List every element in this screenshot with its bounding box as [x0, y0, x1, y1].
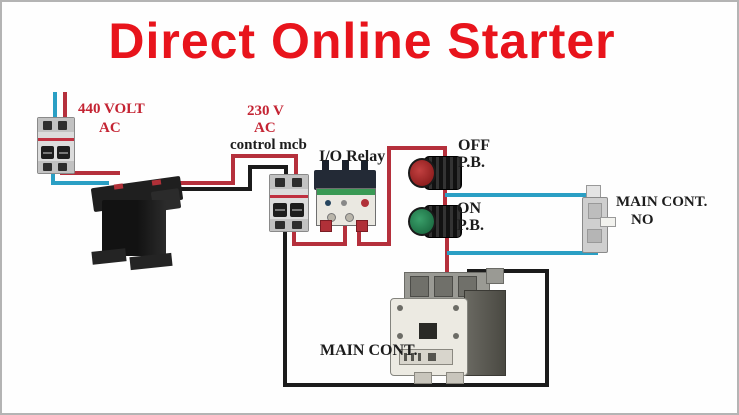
wire-tx-red-v2 [294, 154, 298, 180]
overload-relay [314, 160, 378, 234]
wire-tx-black-h2 [248, 165, 288, 169]
wire-supply-red [63, 92, 67, 120]
label-aux-no: NO [631, 212, 654, 228]
wire-relay-off-v [387, 146, 391, 246]
page-title: Direct Online Starter [108, 13, 616, 69]
wire-off-on [443, 186, 447, 210]
label-off-pb: P.B. [458, 154, 485, 171]
wire-hold-bottom [447, 251, 598, 255]
on-pushbutton [408, 204, 462, 238]
wire-mcb2-red-down [292, 228, 296, 246]
label-io-relay: I/O Relay [319, 148, 386, 165]
wire-tx-red-h2 [231, 154, 298, 158]
control-mcb [269, 174, 309, 232]
wire-mcb2-relay-h [292, 242, 347, 246]
label-control-ac: AC [254, 120, 276, 136]
wire-tx-black-v1 [248, 165, 252, 191]
wire-off-top-v [443, 146, 447, 161]
main-mcb [37, 117, 75, 174]
wire-hold-top [445, 193, 598, 197]
off-pushbutton [408, 154, 462, 190]
wire-tx-red-v1 [231, 154, 235, 185]
wire-on-coil [445, 235, 449, 287]
aux-no-contact [578, 185, 616, 259]
wire-mcb1-blue-down [51, 167, 55, 184]
wire-off-top-h [387, 146, 447, 150]
wire-tx-black-h1 [167, 187, 251, 191]
main-contactor [388, 262, 506, 384]
label-main-contactor: MAIN CONT. [320, 342, 418, 359]
wire-relay-right-down [357, 226, 361, 246]
label-control-voltage: 230 V [247, 103, 284, 119]
wire-tx-black-v2 [284, 165, 288, 180]
control-transformer [90, 170, 194, 271]
label-supply-voltage: 440 VOLT [78, 101, 145, 117]
label-on-pb: P.B. [457, 217, 484, 234]
wire-supply-blue [53, 92, 57, 120]
wire-relay-left-up [343, 226, 347, 246]
wire-relay-off-h [357, 242, 391, 246]
label-supply-ac: AC [99, 120, 121, 136]
label-off: OFF [458, 137, 490, 154]
wire-neutral-left [283, 232, 287, 387]
wire-neutral-bottom [283, 383, 549, 387]
wire-mcb1-blue-to-tx [51, 181, 109, 185]
wire-tx-red-h1 [162, 181, 234, 185]
label-control-mcb: control mcb [230, 137, 307, 153]
label-on: ON [457, 200, 481, 217]
label-aux-main-cont: MAIN CONT. [616, 194, 708, 210]
wire-neutral-to-contactor [467, 269, 549, 273]
wire-mcb1-red-to-tx [60, 171, 120, 175]
wire-neutral-right [545, 269, 549, 387]
